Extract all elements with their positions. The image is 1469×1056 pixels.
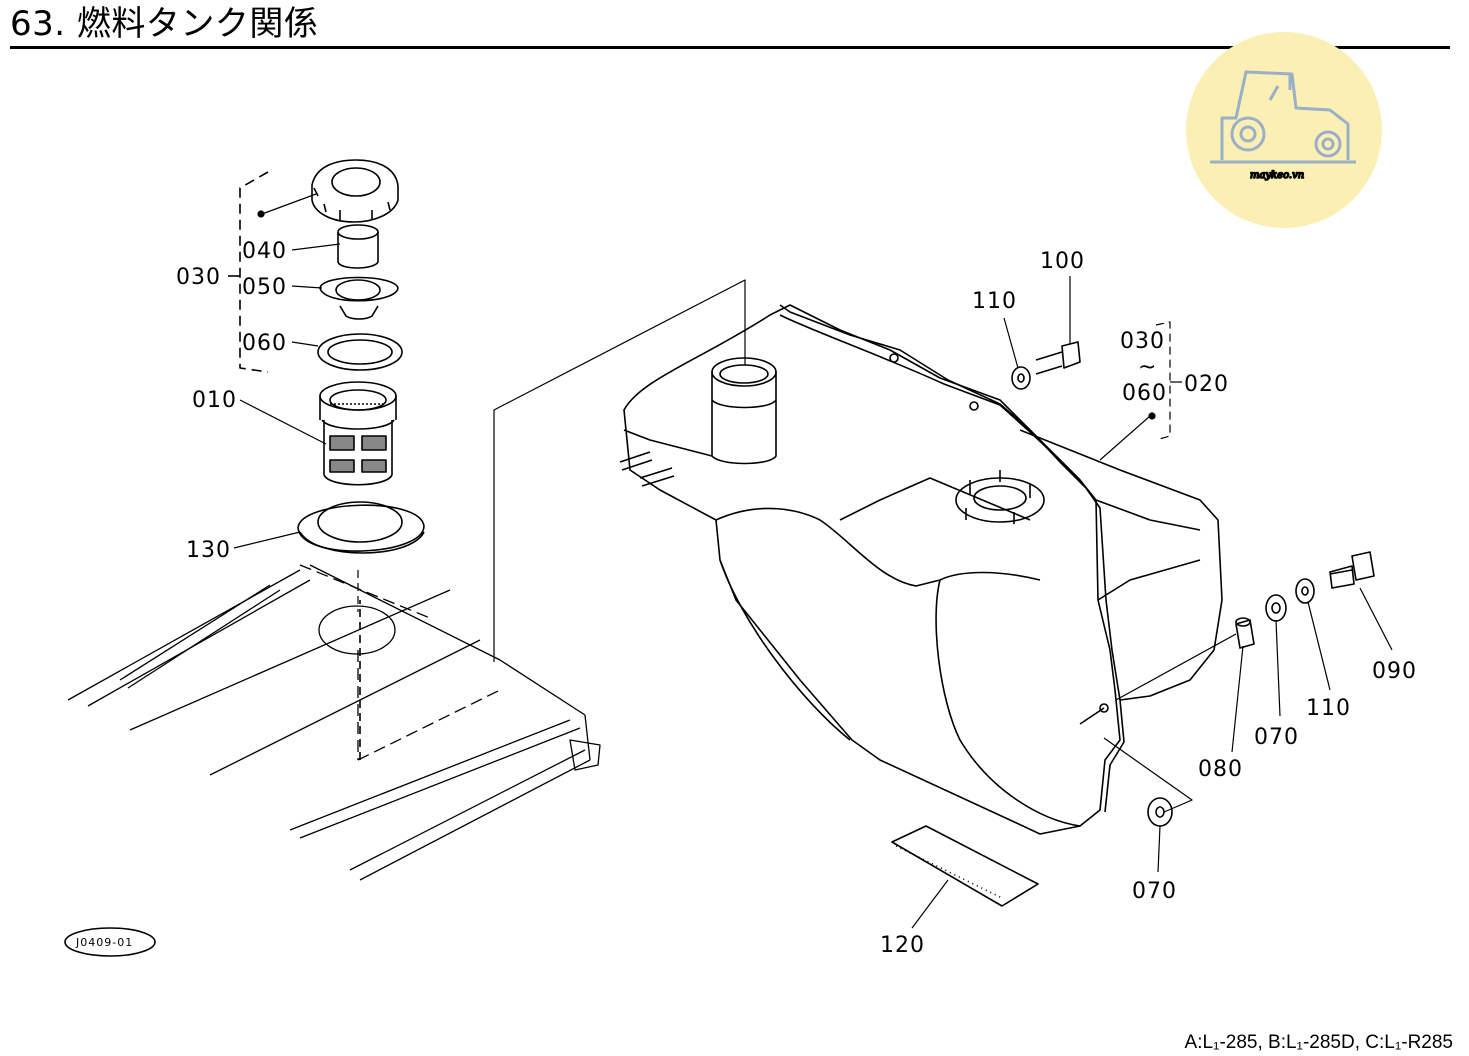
label-040: 040 [242,239,287,264]
watermark-text: maykeo.vn [1250,170,1304,181]
label-070-bottom: 070 [1132,879,1177,904]
part-070-washer-b [1147,797,1173,827]
label-060-right: 060 [1122,381,1167,406]
label-010: 010 [192,388,237,413]
label-070-right: 070 [1254,725,1299,750]
part-060-ring [317,333,403,371]
model-applicability: A:L₁-285, B:L₁-285D, C:L₁-R285 [1184,1032,1453,1053]
page-title: 63. 燃料タンク関係 [10,4,319,44]
part-050-cover [319,276,399,320]
leader-lines-left [233,193,359,612]
bracket-030 [239,171,269,373]
label-030: 030 [176,265,221,290]
part-110-washer-a [1011,366,1031,390]
part-040-seal [337,224,379,269]
label-tilde: ~ [1138,355,1157,380]
part-080-spacer [1235,617,1255,649]
label-080: 080 [1198,757,1243,782]
part-110-washer-b [1295,578,1315,604]
title-rule [10,46,1450,49]
tank-deck [67,564,601,881]
label-130: 130 [186,538,231,563]
part-130-gasket [297,501,425,554]
part-010-strainer [319,381,397,486]
fuel-tank [619,304,1223,835]
label-110-right: 110 [1306,696,1351,721]
label-120: 120 [880,933,925,958]
connector-line [493,279,746,662]
label-020: 020 [1184,372,1229,397]
drawing-code-oval [64,927,156,957]
part-100-bolt [1035,341,1081,375]
label-090: 090 [1372,659,1417,684]
label-030-right: 030 [1120,329,1165,354]
watermark-logo: maykeo.vn [1186,32,1382,228]
label-060: 060 [242,331,287,356]
fuel-cap [311,159,399,223]
label-110-top: 110 [972,289,1017,314]
drawing-code: J0409-01 [75,936,133,949]
part-070-washer-a [1265,594,1287,622]
leader-lines-right [911,276,1393,929]
part-labels: 030 040 050 060 010 130 110 100 030 ~ 06… [75,239,1417,958]
label-100: 100 [1040,249,1085,274]
part-120-pad [891,825,1039,907]
part-090-bolt [1329,551,1375,589]
header: 63. 燃料タンク関係 [10,0,1450,50]
label-050: 050 [242,275,287,300]
